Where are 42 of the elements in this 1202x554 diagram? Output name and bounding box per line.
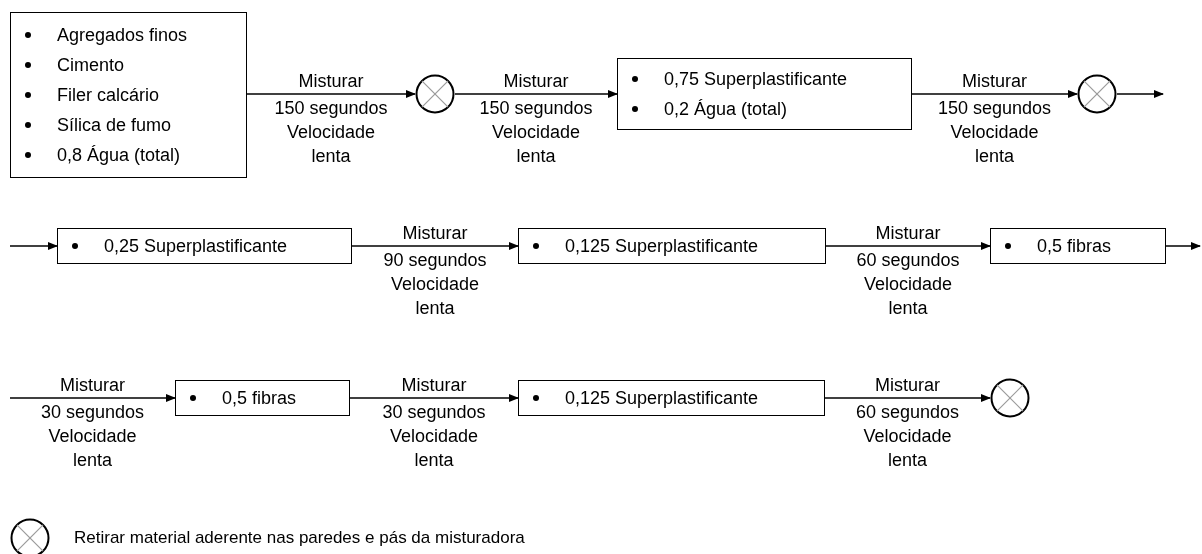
edge-label: Misturar 150 segundos Velocidade lenta <box>936 70 1053 168</box>
cross-circle <box>415 74 455 114</box>
arrow <box>825 242 991 250</box>
ingredient-text: Agregados finos <box>57 24 188 47</box>
edge-label: Misturar 30 segundos Velocidade lenta <box>381 374 487 472</box>
edge-label: Misturar 60 segundos Velocidade lenta <box>854 374 961 472</box>
ingredient-box <box>10 12 247 178</box>
arrow <box>9 394 176 402</box>
edge-label: Misturar 150 segundos Velocidade lenta <box>478 70 594 168</box>
ingredient-text: Sílica de fumo <box>57 114 172 137</box>
arrow <box>1165 242 1201 250</box>
ingredient-box <box>617 58 912 130</box>
arrow <box>911 90 1078 98</box>
ingredient-text: 0,125 Superplastificante <box>565 235 759 258</box>
ingredient-text: Cimento <box>57 54 125 77</box>
ingredient-text: 0,8 Água (total) <box>57 144 181 167</box>
edge-label: Misturar 150 segundos Velocidade lenta <box>273 70 389 168</box>
ingredient-box <box>175 380 350 416</box>
ingredient-text: 0,5 fibras <box>1037 235 1112 258</box>
ingredient-text: 0,2 Água (total) <box>664 98 788 121</box>
arrow <box>454 90 618 98</box>
ingredient-box <box>518 228 826 264</box>
ingredient-text: 0,125 Superplastificante <box>565 387 759 410</box>
cross-circle <box>990 378 1030 418</box>
ingredient-box <box>990 228 1166 264</box>
ingredient-box <box>57 228 352 264</box>
arrow <box>1116 90 1164 98</box>
edge-label: Misturar 90 segundos Velocidade lenta <box>382 222 488 320</box>
arrow <box>349 394 519 402</box>
legend-text: Retirar material aderente nas paredes e pás da misturadora <box>74 527 525 549</box>
cross-circle <box>1077 74 1117 114</box>
ingredient-text: 0,75 Superplastificante <box>664 68 848 91</box>
arrow <box>351 242 519 250</box>
arrow <box>824 394 991 402</box>
ingredient-text: 0,25 Superplastificante <box>104 235 288 258</box>
ingredient-text: 0,5 fibras <box>222 387 297 410</box>
ingredient-text: Filer calcário <box>57 84 160 107</box>
ingredient-box <box>518 380 825 416</box>
edge-label: Misturar 60 segundos Velocidade lenta <box>855 222 961 320</box>
arrow <box>246 90 416 98</box>
arrow <box>9 242 58 250</box>
edge-label: Misturar 30 segundos Velocidade lenta <box>39 374 146 472</box>
